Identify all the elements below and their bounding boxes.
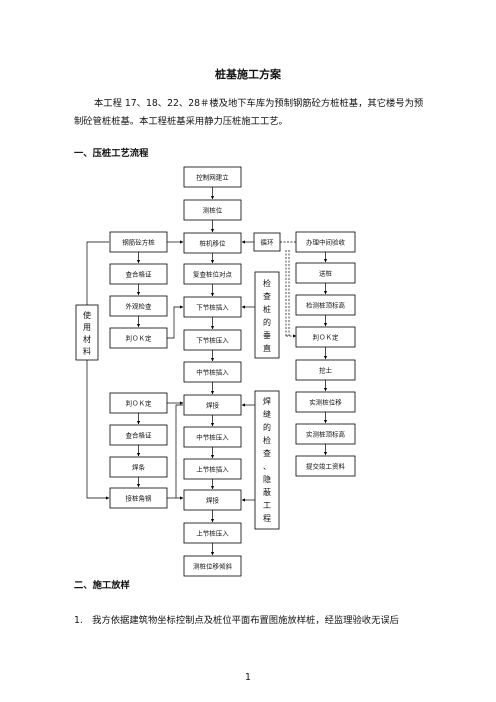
flow-left-7: 接桩角钢 [126, 494, 153, 503]
check-weld-3: 检 [263, 435, 271, 445]
flow-cycle: 循环 [261, 238, 275, 247]
flow-right-5: 实测桩位移 [309, 398, 342, 407]
check-weld-4: 查 [263, 448, 271, 458]
right-arrows [285, 250, 328, 456]
cycle-group: 循环 [241, 232, 296, 252]
page-number: 1 [245, 672, 251, 683]
check-weld-box: 焊 缝 的 检 查 、 隐 蔽 工 程 [241, 390, 280, 530]
flow-main-4: 下节桩插入 [196, 303, 229, 312]
flow-right-0: 办理中间验收 [306, 238, 346, 247]
item-1-text: 1. 我方依据建筑物坐标控制点及桩位平面布置图施放样桩，经监理验收无误后 [74, 615, 399, 626]
check-vertical-5: 直 [263, 343, 271, 353]
check-vertical-2: 桩 [263, 304, 271, 314]
document-title: 桩基施工方案 [215, 68, 281, 81]
flow-main-11: 上节桩压入 [196, 529, 229, 538]
right-column: 办理中间验收 送桩 检测桩顶标高 判ＯＫ定 挖土 实测桩位移 实测桩顶标高 提交… [295, 231, 356, 477]
flow-left-5: 查合格证 [126, 431, 153, 440]
check-weld-2: 的 [263, 422, 271, 432]
flow-main-12: 测桩位移倾斜 [193, 562, 233, 571]
flow-main-8: 中节桩压入 [196, 433, 229, 442]
materials-label-3: 料 [83, 346, 91, 356]
flow-main-6: 中节桩插入 [196, 368, 229, 377]
flow-left-6: 焊条 [132, 463, 146, 472]
flow-main-5: 下节桩压入 [196, 336, 229, 345]
flow-main-7: 焊接 [206, 401, 220, 410]
flow-left-4: 判ＯＫ定 [126, 399, 153, 408]
check-weld-9: 程 [263, 514, 271, 523]
left-arrows [136, 240, 184, 500]
flow-right-6: 实测桩顶标高 [306, 430, 346, 439]
flow-main-2: 桩机移位 [200, 239, 227, 248]
flow-main-10: 焊接 [206, 496, 220, 505]
check-vertical-3: 的 [263, 317, 271, 327]
flow-main-9: 上节桩插入 [196, 465, 229, 474]
flow-main-3: 复查桩位对点 [193, 270, 233, 279]
section-heading-layout: 二、施工放样 [74, 580, 130, 591]
flow-main-1: 测桩位 [203, 206, 223, 215]
flow-right-7: 提交竣工资料 [306, 462, 346, 471]
materials-label-0: 使 [83, 310, 91, 320]
materials-label-2: 材 [83, 334, 91, 344]
flow-main-0: 控制网建立 [196, 173, 229, 182]
check-weld-5: 、 [263, 462, 271, 471]
check-weld-1: 缝 [263, 409, 271, 419]
check-weld-0: 焊 [263, 396, 271, 406]
flow-left-2: 外观检查 [126, 302, 153, 311]
check-vertical-0: 检 [263, 278, 271, 288]
check-weld-6: 隐 [263, 474, 271, 484]
flow-left-1: 查合格证 [126, 270, 153, 279]
flow-right-2: 检测桩顶标高 [306, 301, 346, 310]
check-vertical-1: 查 [263, 291, 271, 301]
check-vertical-4: 垂 [263, 330, 271, 340]
left-column: 钢筋砼方桩 查合格证 外观检查 判ＯＫ定 判ＯＫ定 查合格证 焊条 接桩角钢 [109, 231, 168, 509]
check-weld-8: 工 [263, 501, 271, 510]
flow-right-3: 判ＯＫ定 [313, 333, 340, 342]
section-heading-process: 一、压桩工艺流程 [74, 148, 149, 159]
flow-right-1: 送桩 [319, 269, 333, 278]
main-column: 控制网建立 测桩位 桩机移位 复查桩位对点 下节桩插入 下节桩压入 中节桩插入 … [183, 166, 242, 577]
materials-label-1: 用 [83, 323, 91, 332]
check-vertical-box: 检 查 桩 的 垂 直 [241, 271, 280, 359]
flow-left-3: 判ＯＫ定 [126, 334, 153, 343]
check-weld-7: 蔽 [263, 487, 271, 497]
materials-bracket: 使 用 材 料 [75, 241, 110, 500]
flow-right-4: 挖土 [319, 366, 333, 375]
intro-paragraph: 本工程 17、18、22、28＃楼及地下车库为预制钢筋砼方桩桩基，其它楼号为预制… [74, 98, 424, 127]
flow-left-0: 钢筋砼方桩 [122, 238, 155, 247]
